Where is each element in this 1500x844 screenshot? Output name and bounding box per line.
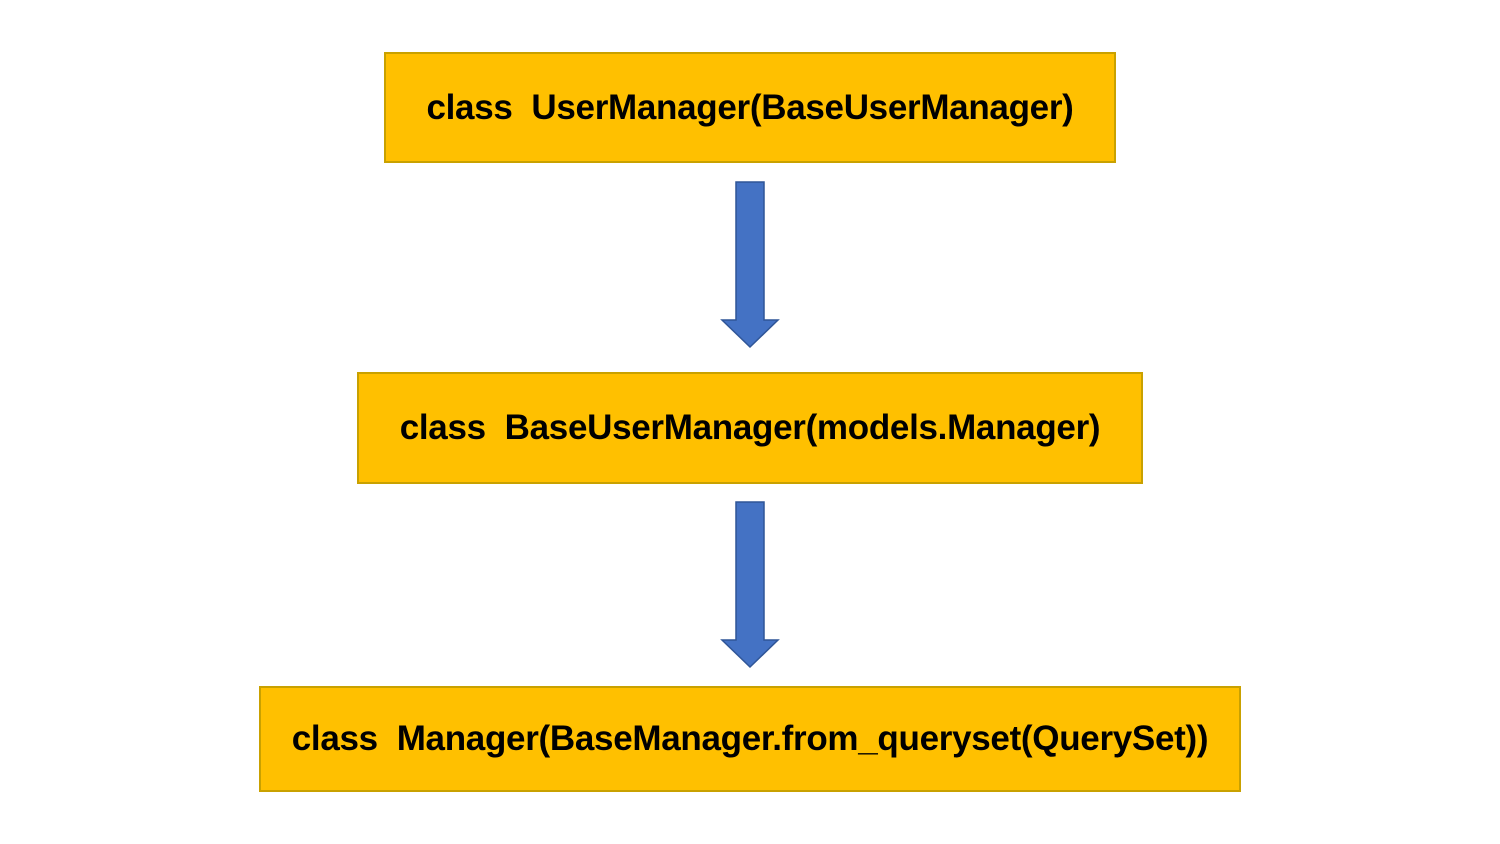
class-box-manager: class Manager(BaseManager.from_queryset(…: [259, 686, 1241, 792]
down-arrow-icon: [720, 501, 780, 669]
down-arrow-icon: [720, 181, 780, 349]
class-box-base-user-manager: class BaseUserManager(models.Manager): [357, 372, 1143, 484]
class-box-manager-label: class Manager(BaseManager.from_queryset(…: [291, 719, 1209, 758]
class-box-base-user-manager-label: class BaseUserManager(models.Manager): [399, 408, 1101, 447]
class-box-user-manager-label: class UserManager(BaseUserManager): [426, 87, 1074, 127]
class-box-user-manager: class UserManager(BaseUserManager): [384, 52, 1116, 163]
